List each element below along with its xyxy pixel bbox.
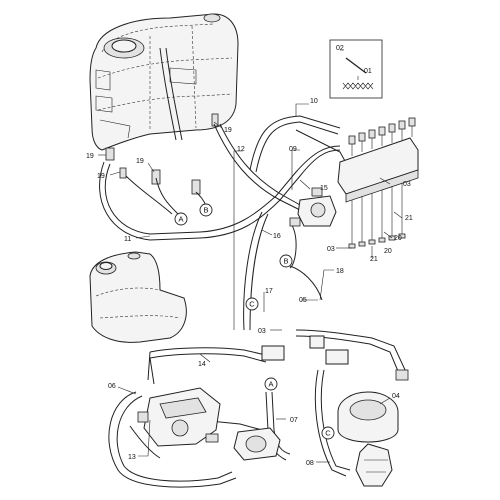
label-05: 05 <box>299 297 307 304</box>
tank-fittings <box>105 113 219 195</box>
small-tank <box>89 251 187 343</box>
label-18: 18 <box>336 268 344 275</box>
valve-manifold <box>337 117 419 249</box>
main-tank <box>89 13 239 151</box>
label-07: 07 <box>290 417 298 424</box>
leader-lines <box>98 103 403 463</box>
label-12: 12 <box>237 146 245 153</box>
connector-a-upper: A <box>174 212 188 226</box>
accumulator <box>337 391 399 487</box>
connector-c-mid-letter: C <box>249 300 255 309</box>
connector-a-lower: A <box>264 377 278 391</box>
label-19-lower: 19 <box>97 173 105 180</box>
connector-b-upper: B <box>199 203 213 217</box>
part-labels: 02 01 10 19 19 19 19 12 09 15 11 16 18 1… <box>86 45 413 467</box>
connector-c-lower-letter: C <box>325 429 331 438</box>
connector-b-mid: B <box>279 254 293 268</box>
label-21-bottom: 21 <box>370 256 378 263</box>
label-03-mid: 03 <box>258 328 266 335</box>
label-20-bottom: 20 <box>384 248 392 255</box>
label-01: 01 <box>364 68 372 75</box>
label-19-center: 19 <box>136 158 144 165</box>
connector-b-upper-letter: B <box>203 206 208 215</box>
label-10: 10 <box>310 98 318 105</box>
connector-c-lower: C <box>321 426 335 440</box>
label-21-right: 21 <box>405 215 413 222</box>
label-20-right: 20 <box>394 235 402 242</box>
label-04: 04 <box>392 393 400 400</box>
label-02: 02 <box>336 45 344 52</box>
connector-c-mid: C <box>245 297 259 311</box>
label-15: 15 <box>320 185 328 192</box>
connector-b-mid-letter: B <box>283 257 288 266</box>
label-17: 17 <box>265 288 273 295</box>
label-19-top: 19 <box>224 127 232 134</box>
label-08: 08 <box>306 460 314 467</box>
label-09: 09 <box>289 146 297 153</box>
label-03-right: 03 <box>403 181 411 188</box>
label-11: 11 <box>124 236 131 243</box>
label-03-bottom: 03 <box>327 246 335 253</box>
label-19-left: 19 <box>86 153 94 160</box>
label-16: 16 <box>273 233 281 240</box>
label-14: 14 <box>198 361 206 368</box>
label-13: 13 <box>128 454 136 461</box>
connector-a-upper-letter: A <box>178 215 183 224</box>
pump-assembly <box>137 387 221 447</box>
inset-box <box>329 39 383 99</box>
filter-assembly <box>233 335 409 461</box>
label-06: 06 <box>108 383 116 390</box>
upper-hoses <box>99 115 351 331</box>
connector-a-lower-letter: A <box>268 380 273 389</box>
regulator-valve <box>289 187 337 227</box>
